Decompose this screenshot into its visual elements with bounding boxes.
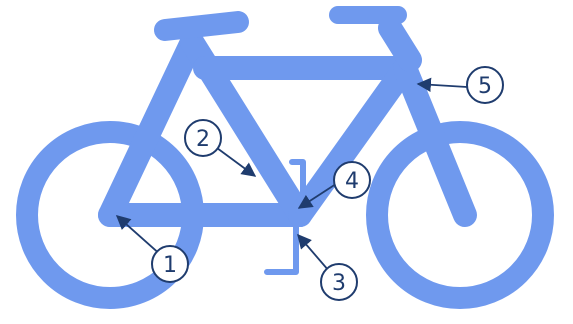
callout-label-4: 4 [345,169,359,194]
callout-arrow-3 [298,235,329,271]
bicycle-illustration [27,15,543,298]
callout-label-3: 3 [332,271,346,296]
saddle [165,22,238,30]
callout-label-1: 1 [163,253,177,278]
handlebar-stem [390,28,410,60]
callout-label-5: 5 [478,74,492,99]
callout-label-2: 2 [196,127,210,152]
